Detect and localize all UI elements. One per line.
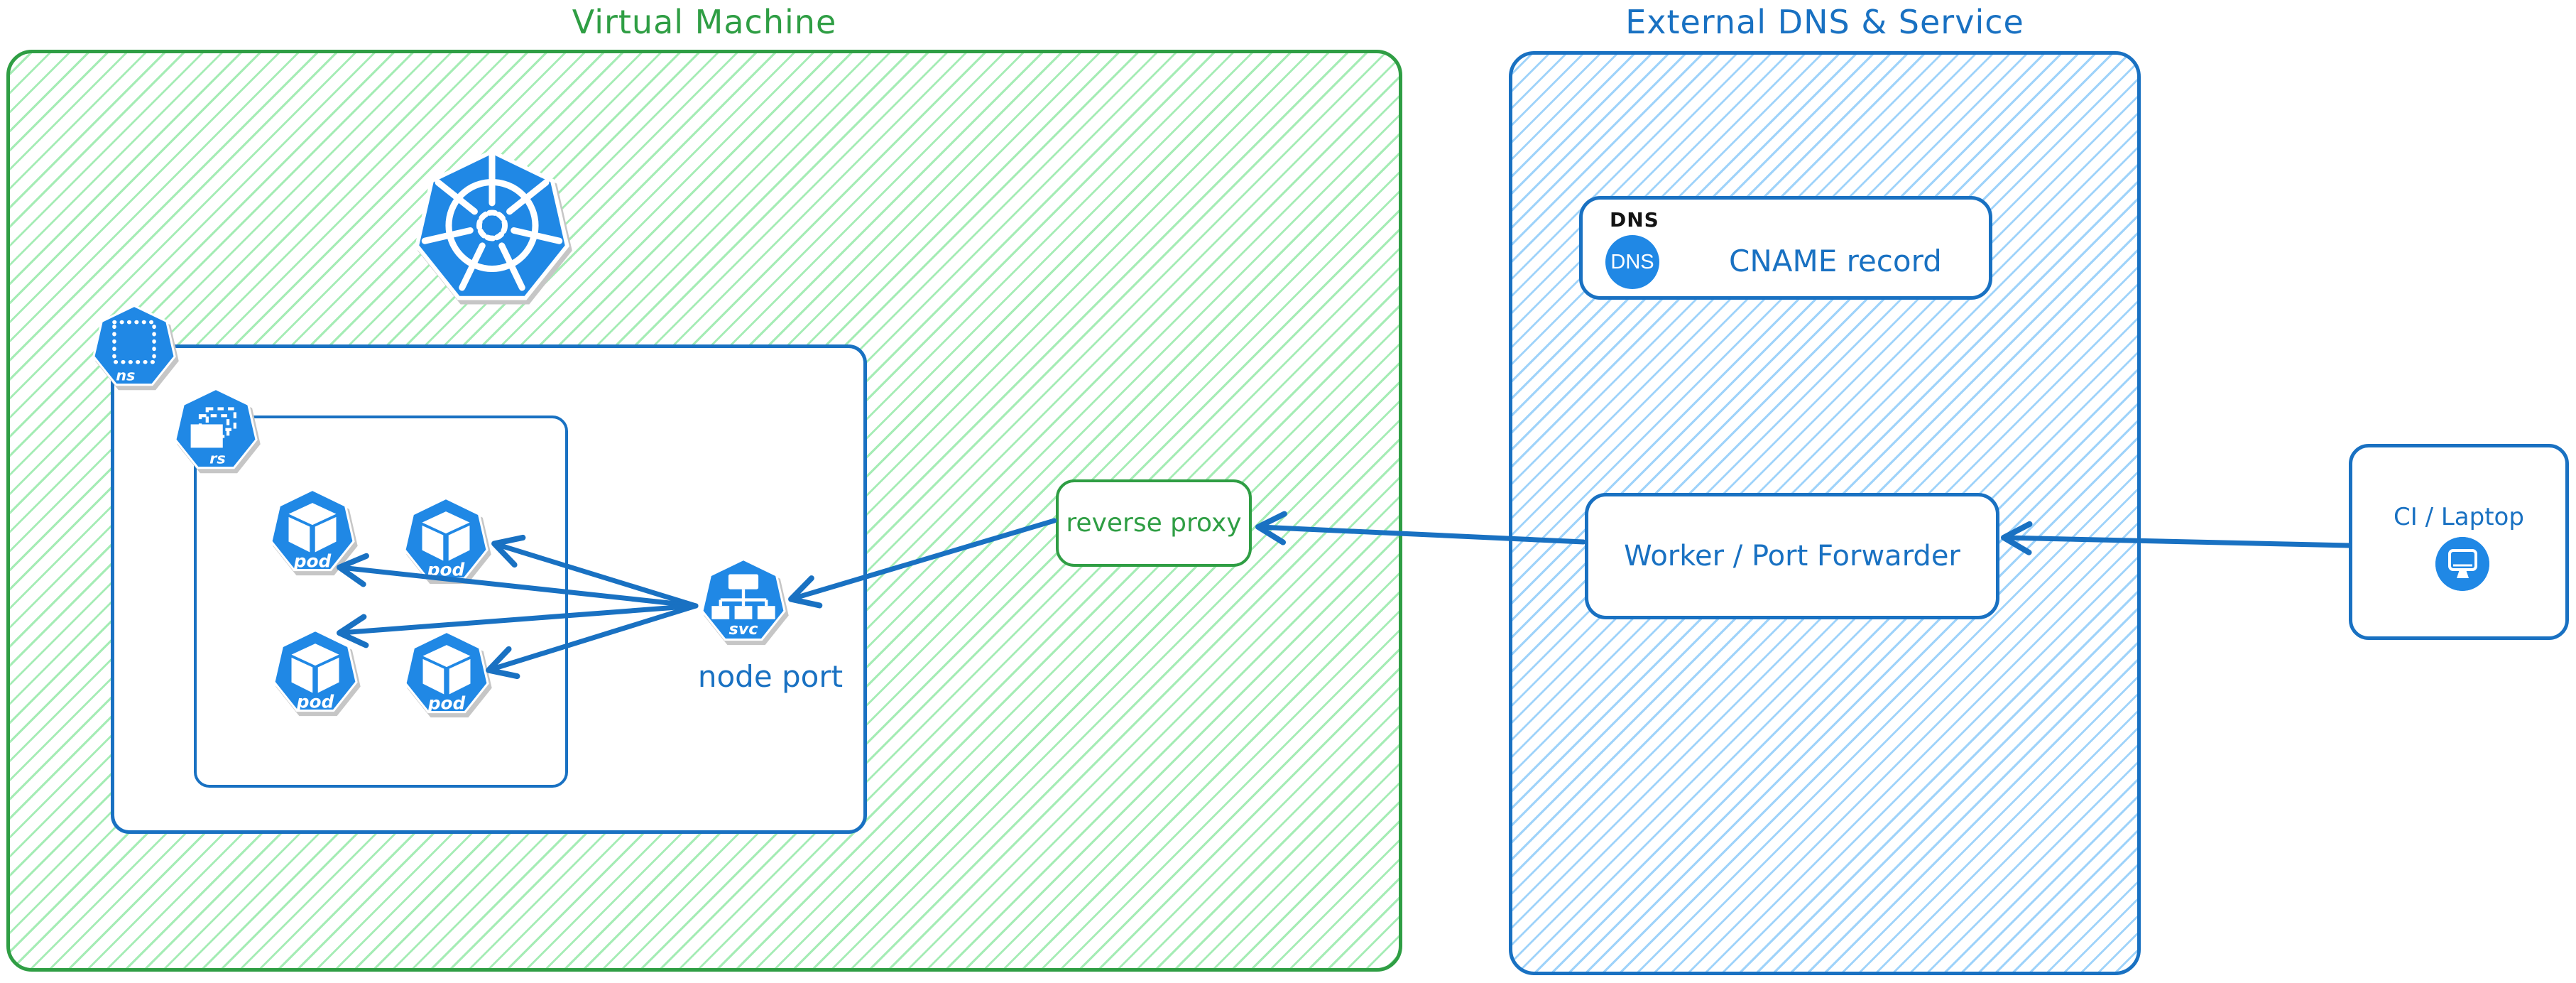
namespace-icon: ns bbox=[92, 304, 176, 386]
ci-laptop-label: CI / Laptop bbox=[2394, 503, 2524, 531]
monitor-icon bbox=[2435, 537, 2489, 591]
ci-laptop-box: CI / Laptop bbox=[2349, 444, 2569, 640]
kubernetes-logo-icon bbox=[415, 149, 569, 300]
cname-record-label: CNAME record bbox=[1729, 244, 1942, 278]
dns-heading: DNS bbox=[1610, 208, 1659, 232]
worker-port-forwarder-label: Worker / Port Forwarder bbox=[1624, 540, 1960, 572]
dns-icon: DNS bbox=[1605, 235, 1659, 289]
pod-icon: pod bbox=[273, 629, 358, 712]
replicaset-icon-label: rs bbox=[209, 450, 226, 467]
pod-label: pod bbox=[427, 693, 466, 714]
reverse-proxy-box: reverse proxy bbox=[1056, 479, 1252, 567]
virtual-machine-title: Virtual Machine bbox=[572, 3, 837, 41]
replicaset-icon: rs bbox=[174, 387, 258, 469]
dns-card: DNS DNS CNAME record bbox=[1579, 196, 1992, 300]
node-port-label: node port bbox=[697, 659, 844, 694]
namespace-icon-label: ns bbox=[116, 366, 135, 384]
reverse-proxy-label: reverse proxy bbox=[1066, 509, 1242, 538]
external-dns-service-title: External DNS & Service bbox=[1625, 3, 2024, 41]
service-icon: svc bbox=[701, 558, 786, 641]
pod-icon: pod bbox=[403, 496, 489, 580]
pod-label: pod bbox=[427, 560, 465, 580]
service-icon-label: svc bbox=[728, 620, 758, 639]
worker-port-forwarder-box: Worker / Port Forwarder bbox=[1585, 493, 1999, 619]
pod-icon: pod bbox=[270, 488, 355, 572]
dns-icon-label: DNS bbox=[1610, 250, 1654, 273]
pod-label: pod bbox=[293, 551, 332, 572]
pod-icon: pod bbox=[404, 630, 489, 714]
pod-label: pod bbox=[296, 692, 334, 712]
